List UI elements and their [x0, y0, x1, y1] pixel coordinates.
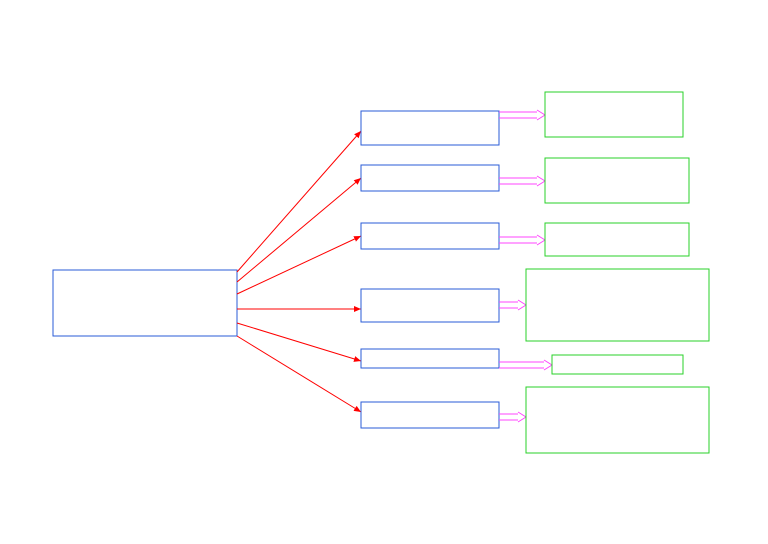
root-connectors: [236, 130, 362, 413]
branch-node-6: [360, 401, 500, 429]
leaf-node-6: [525, 386, 710, 454]
double-arrow-3: [499, 234, 546, 246]
leaf-node-3: [544, 222, 690, 257]
double-arrow-6: [499, 411, 527, 423]
branch-node-2: [360, 164, 500, 192]
connector-arrow-2: [236, 177, 362, 283]
leaf-node-5: [551, 354, 684, 375]
leaf-node-2: [544, 157, 690, 204]
root-node: [52, 269, 238, 337]
connector-arrow-3: [236, 235, 362, 295]
double-arrow-1: [499, 109, 546, 121]
double-arrow-5: [499, 359, 553, 371]
connector-arrow-6: [236, 335, 362, 413]
double-arrow-2: [499, 175, 546, 187]
branch-node-1: [360, 110, 500, 146]
double-arrow-4: [499, 299, 527, 311]
leaf-node-4: [525, 268, 710, 342]
branch-node-3: [360, 222, 500, 250]
connector-arrow-5: [236, 322, 362, 362]
branch-node-4: [360, 288, 500, 323]
leaf-node-1: [544, 91, 684, 138]
connector-arrow-1: [236, 130, 362, 273]
branch-node-5: [360, 348, 500, 369]
